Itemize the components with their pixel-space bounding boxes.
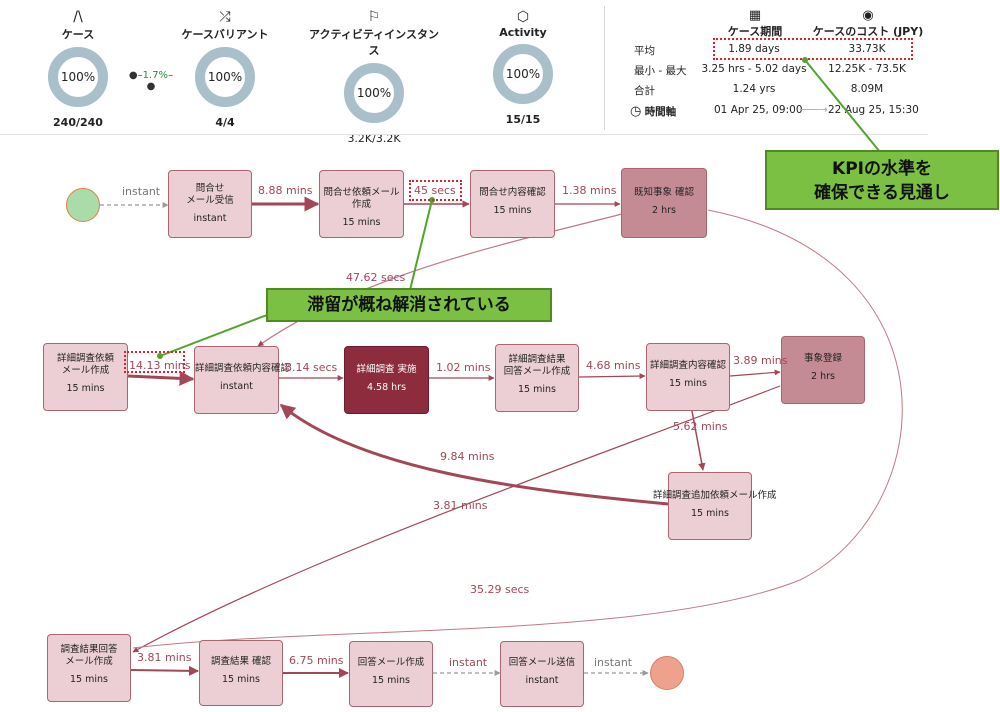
edge-label-e8: 4.68 mins xyxy=(586,359,641,372)
activity-n7[interactable]: 詳細調査 実施 4.58 hrs xyxy=(344,346,429,414)
kpi-count: 15/15 xyxy=(505,113,541,126)
activity-n3[interactable]: 問合せ内容確認 15 mins xyxy=(470,170,555,238)
kpi-cases: /\ ケース 100% 240/240 xyxy=(8,8,148,129)
edge-e12 xyxy=(132,385,781,653)
total-duration: 1.24 yrs xyxy=(732,83,776,95)
kpi-title: ケースバリアント xyxy=(181,28,269,41)
activity-n4[interactable]: 既知事象 確認 2 hrs xyxy=(621,168,707,238)
edge-label-e15: 6.75 mins xyxy=(289,654,344,667)
instances-donut: 100% xyxy=(344,63,404,123)
timeline-start: 01 Apr 25, 09:00 xyxy=(714,104,803,116)
kpi-count: 240/240 xyxy=(53,116,103,129)
variants-donut: 100% xyxy=(195,47,255,107)
cases-donut: 100% xyxy=(48,47,108,107)
kpi-pointer-dot xyxy=(802,57,808,63)
activity-n14[interactable]: 回答メール作成 15 mins xyxy=(349,641,433,707)
edge-e11 xyxy=(279,403,669,506)
edge-label-e11: 9.84 mins xyxy=(440,450,495,463)
edge-label-e6: 8.14 secs xyxy=(285,361,338,374)
road-icon: /\ xyxy=(73,9,83,25)
header-divider xyxy=(604,6,605,130)
edge-e4 xyxy=(257,213,623,347)
edge-highlight-45secs xyxy=(409,180,462,201)
row-label-average: 平均 xyxy=(634,45,655,57)
row-label-total: 合計 xyxy=(634,85,655,97)
edge-label-e7: 1.02 mins xyxy=(436,361,491,374)
timeline-label: 時間軸 xyxy=(644,106,677,118)
clock-icon: ◷ xyxy=(630,104,642,119)
edge-label-start: instant xyxy=(122,185,161,198)
kpi-activity-instances: ⚐ アクティビティインスタンス 100% 3.2K/3.2K xyxy=(304,8,444,145)
edge-label-e14: 3.81 mins xyxy=(137,651,192,664)
end-node[interactable] xyxy=(650,656,684,690)
callout-kpi-pointer xyxy=(804,59,881,153)
activity-n6[interactable]: 詳細調査依頼内容確認 instant xyxy=(194,346,290,414)
edge-e10 xyxy=(691,410,706,471)
cost-column-header: ◉ ケースのコスト (JPY) xyxy=(808,8,928,39)
edge-label-end: instant xyxy=(594,656,633,669)
total-cost: 8.09M xyxy=(850,83,884,95)
kpi-count: 3.2K/3.2K xyxy=(347,132,401,145)
activity-n10[interactable]: 事象登録 2 hrs xyxy=(781,336,865,404)
callout-kpi: KPIの水準を 確保できる見通し xyxy=(765,150,999,210)
kpi-title: アクティビティインスタンス xyxy=(309,28,439,57)
activity-donut: 100% xyxy=(493,44,553,104)
duration-column-header: ▦ ケース期間 xyxy=(710,8,800,39)
edge-label-e9: 3.89 mins xyxy=(733,354,788,367)
callout-stagnation: 滞留が概ね解消されている xyxy=(266,288,552,322)
edge-e8 xyxy=(578,373,646,380)
edge-label-e16: instant xyxy=(449,656,488,669)
activity-n9[interactable]: 詳細調査内容確認 15 mins xyxy=(646,343,730,411)
flag-icon: ⚐ xyxy=(367,9,381,25)
activity-n2[interactable]: 問合せ依頼メール作成 15 mins xyxy=(319,170,404,238)
kpi-variants: ⤮ ケースバリアント 100% 4/4 xyxy=(155,8,295,129)
activity-n1[interactable]: 問合せ メール受信 instant xyxy=(168,170,252,238)
edge-e14 xyxy=(130,665,199,676)
edge-label-e13: 35.29 secs xyxy=(470,583,530,596)
edge-label-e5: 14.13 mins xyxy=(129,359,191,372)
edge-label-e12: 3.81 mins xyxy=(433,499,488,512)
callout-stagnation-pointer-b xyxy=(159,309,281,357)
edge-e5 xyxy=(127,370,195,386)
edge-highlight-14mins xyxy=(124,351,185,373)
edge-label-e3: 1.38 mins xyxy=(562,184,617,197)
kpi-title: Activity xyxy=(499,26,547,39)
kpi-count: 4/4 xyxy=(215,116,235,129)
timeline-row: ◷ 時間軸 01 Apr 25, 09:00 ───→ 22 Aug 25, 1… xyxy=(630,104,919,119)
activity-n5[interactable]: 詳細調査依頼 メール作成 15 mins xyxy=(43,343,128,411)
activity-n13[interactable]: 調査結果 確認 15 mins xyxy=(199,640,283,706)
edge-label-e10: 5.62 mins xyxy=(673,420,728,433)
edge-e13 xyxy=(132,209,903,649)
edge-label-e2: 45 secs xyxy=(414,184,456,197)
minmax-duration: 3.25 hrs - 5.02 days xyxy=(701,63,807,75)
activity-n12[interactable]: 調査結果回答 メール作成 15 mins xyxy=(47,634,131,702)
section-divider xyxy=(0,134,928,135)
stagnation-pointer-dot-b xyxy=(157,353,163,359)
activity-n15[interactable]: 回答メール送信 instant xyxy=(500,641,584,707)
callout-stagnation-pointer-a xyxy=(409,199,433,291)
minmax-cost: 12.25K - 73.5K xyxy=(828,63,906,75)
shuffle-icon: ⤮ xyxy=(219,9,231,25)
kpi-activity: ⬡ Activity 100% 15/15 xyxy=(453,8,593,126)
edge-label-e1: 8.88 mins xyxy=(258,184,313,197)
cube-icon: ⬡ xyxy=(516,9,530,25)
variant-link: ●–1.7%–● xyxy=(128,70,174,92)
avg-duration: 1.89 days xyxy=(728,43,780,55)
timeline-arrow: ───→ xyxy=(800,104,828,116)
activity-n8[interactable]: 詳細調査結果 回答メール作成 15 mins xyxy=(495,344,579,412)
row-label-minmax: 最小 - 最大 xyxy=(634,65,687,77)
activity-n11[interactable]: 詳細調査追加依頼メール作成 15 mins xyxy=(653,472,777,540)
edge-label-e4: 47.62 secs xyxy=(346,271,406,284)
timeline-end: 22 Aug 25, 15:30 xyxy=(828,104,919,116)
kpi-title: ケース xyxy=(61,28,95,41)
start-node[interactable] xyxy=(66,188,100,222)
coins-icon: ◉ xyxy=(862,8,874,23)
calendar-icon: ▦ xyxy=(748,8,762,23)
avg-cost: 33.73K xyxy=(848,43,886,55)
kpi-highlight-box xyxy=(713,38,913,60)
edge-e9 xyxy=(729,369,781,377)
